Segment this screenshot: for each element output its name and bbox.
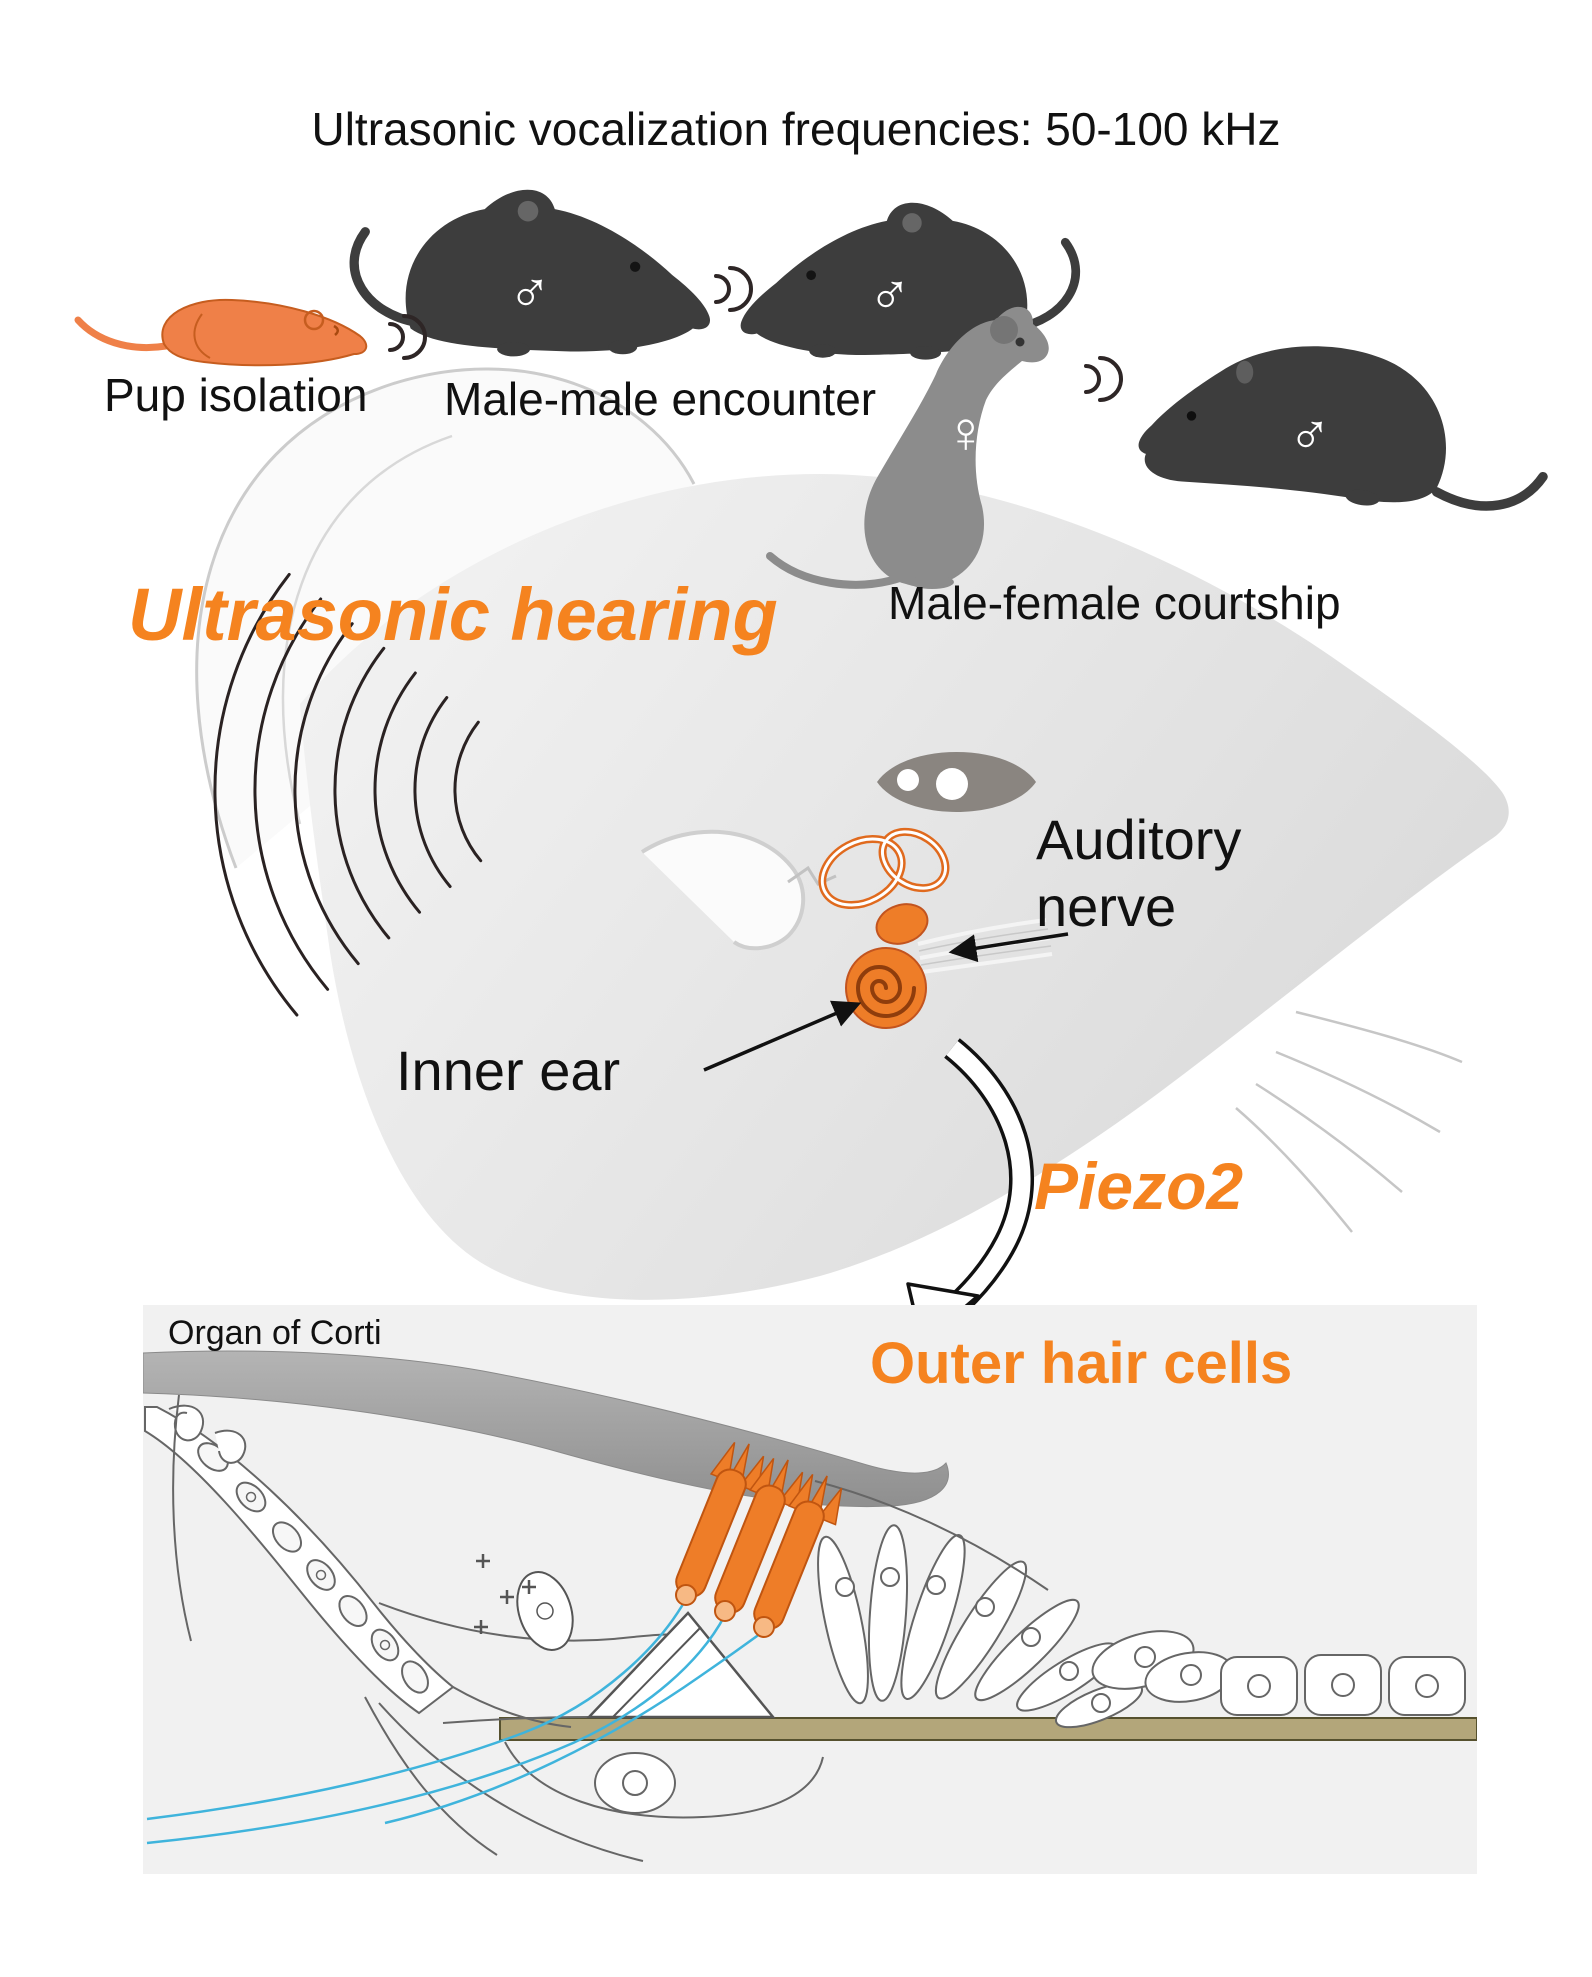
mouse-eye xyxy=(1186,411,1197,421)
mouse-eye-shape xyxy=(877,752,1036,812)
tympanic-layer xyxy=(504,1741,824,1819)
figure-title: Ultrasonic vocalization frequencies: 50-… xyxy=(311,103,1281,155)
male-symbol: ♂ xyxy=(868,260,912,325)
mouse-eye xyxy=(1015,337,1025,347)
male-male-label: Male-male encounter xyxy=(444,373,877,425)
head-ear-inner-line xyxy=(281,434,453,825)
nerve-fibers-blue xyxy=(146,1598,765,1845)
eye-highlight xyxy=(897,769,919,791)
ear-canal-outline xyxy=(640,829,806,951)
mouse-body xyxy=(864,306,1049,588)
outer-hair-cells xyxy=(675,1441,843,1638)
mouse-ear xyxy=(990,316,1018,344)
band-cell-nuclei xyxy=(245,1491,391,1651)
outer-hair-cells-label: Outer hair cells xyxy=(870,1331,1293,1396)
auditory-nerve-label: Auditory nerve xyxy=(1036,808,1242,939)
male-symbol: ♂ xyxy=(508,258,552,323)
pillar-cell-line xyxy=(612,1626,702,1718)
organ-of-corti-panel xyxy=(143,1305,1477,1874)
mouse-foot xyxy=(910,575,954,589)
reticular-lamina-line xyxy=(814,1480,1049,1591)
male-symbol: ♂ xyxy=(1288,400,1332,465)
eye-highlight xyxy=(936,768,968,800)
plus-marks xyxy=(474,1554,536,1634)
tunnel-of-corti xyxy=(586,1611,776,1719)
pup-isolation-label: Pup isolation xyxy=(104,369,368,421)
mouse-tail xyxy=(1431,471,1548,511)
stereocilia-tuft xyxy=(709,1441,843,1526)
basilar-membrane xyxy=(499,1717,1477,1741)
whiskers xyxy=(1235,1010,1463,1233)
sound-waves-icon xyxy=(388,266,1123,402)
inner-ear-label: Inner ear xyxy=(396,1039,621,1102)
pup-haunch-line xyxy=(193,313,211,359)
pup-eye xyxy=(333,324,339,336)
mouse-foot xyxy=(1345,489,1380,506)
vestibule xyxy=(875,903,929,945)
ultrasonic-hearing-heading: Ultrasonic hearing xyxy=(128,573,778,656)
female-mouse xyxy=(766,306,1049,589)
mouse-ear xyxy=(1236,360,1254,384)
inner-ear-arrow xyxy=(703,1000,862,1072)
organ-of-corti-label: Organ of Corti xyxy=(168,1314,382,1352)
female-symbol: ♀ xyxy=(944,400,988,465)
spiral-limbus-band xyxy=(144,1394,455,1715)
outer-hair-cell-body xyxy=(675,1468,825,1630)
ossicles-outline xyxy=(787,865,837,886)
inner-hair-cell-nucleus xyxy=(536,1602,554,1620)
cochlea-spiral xyxy=(855,965,916,1018)
mouse-body xyxy=(1138,346,1447,503)
inner-hair-cell xyxy=(516,1571,574,1651)
supporting-cell-fan xyxy=(817,1524,1234,1729)
male-female-label: Male-female courtship xyxy=(888,577,1341,629)
mouse-tail xyxy=(766,552,904,589)
outer-sulcus-cell-row xyxy=(1220,1654,1466,1716)
supporting-cell-nuclei xyxy=(835,1567,1202,1713)
pup-ear xyxy=(303,309,325,331)
ultrasound-wave-arcs-icon xyxy=(213,572,483,1017)
inner-sulcus-edge xyxy=(172,1394,192,1642)
pup-mouse xyxy=(74,298,368,367)
outer-hair-cell-nucleus xyxy=(675,1584,775,1638)
semicircular-canals xyxy=(818,827,950,910)
auditory-nerve-arrow xyxy=(948,932,1069,963)
piezo2-label: Piezo2 xyxy=(1034,1149,1244,1223)
inner-ear-illustration xyxy=(640,827,1053,1029)
tectorial-membrane xyxy=(143,1350,949,1508)
pup-body xyxy=(161,298,368,367)
pup-tail xyxy=(74,316,170,352)
limbus-hook xyxy=(214,1429,247,1464)
male-mouse-courtship xyxy=(1138,346,1548,511)
